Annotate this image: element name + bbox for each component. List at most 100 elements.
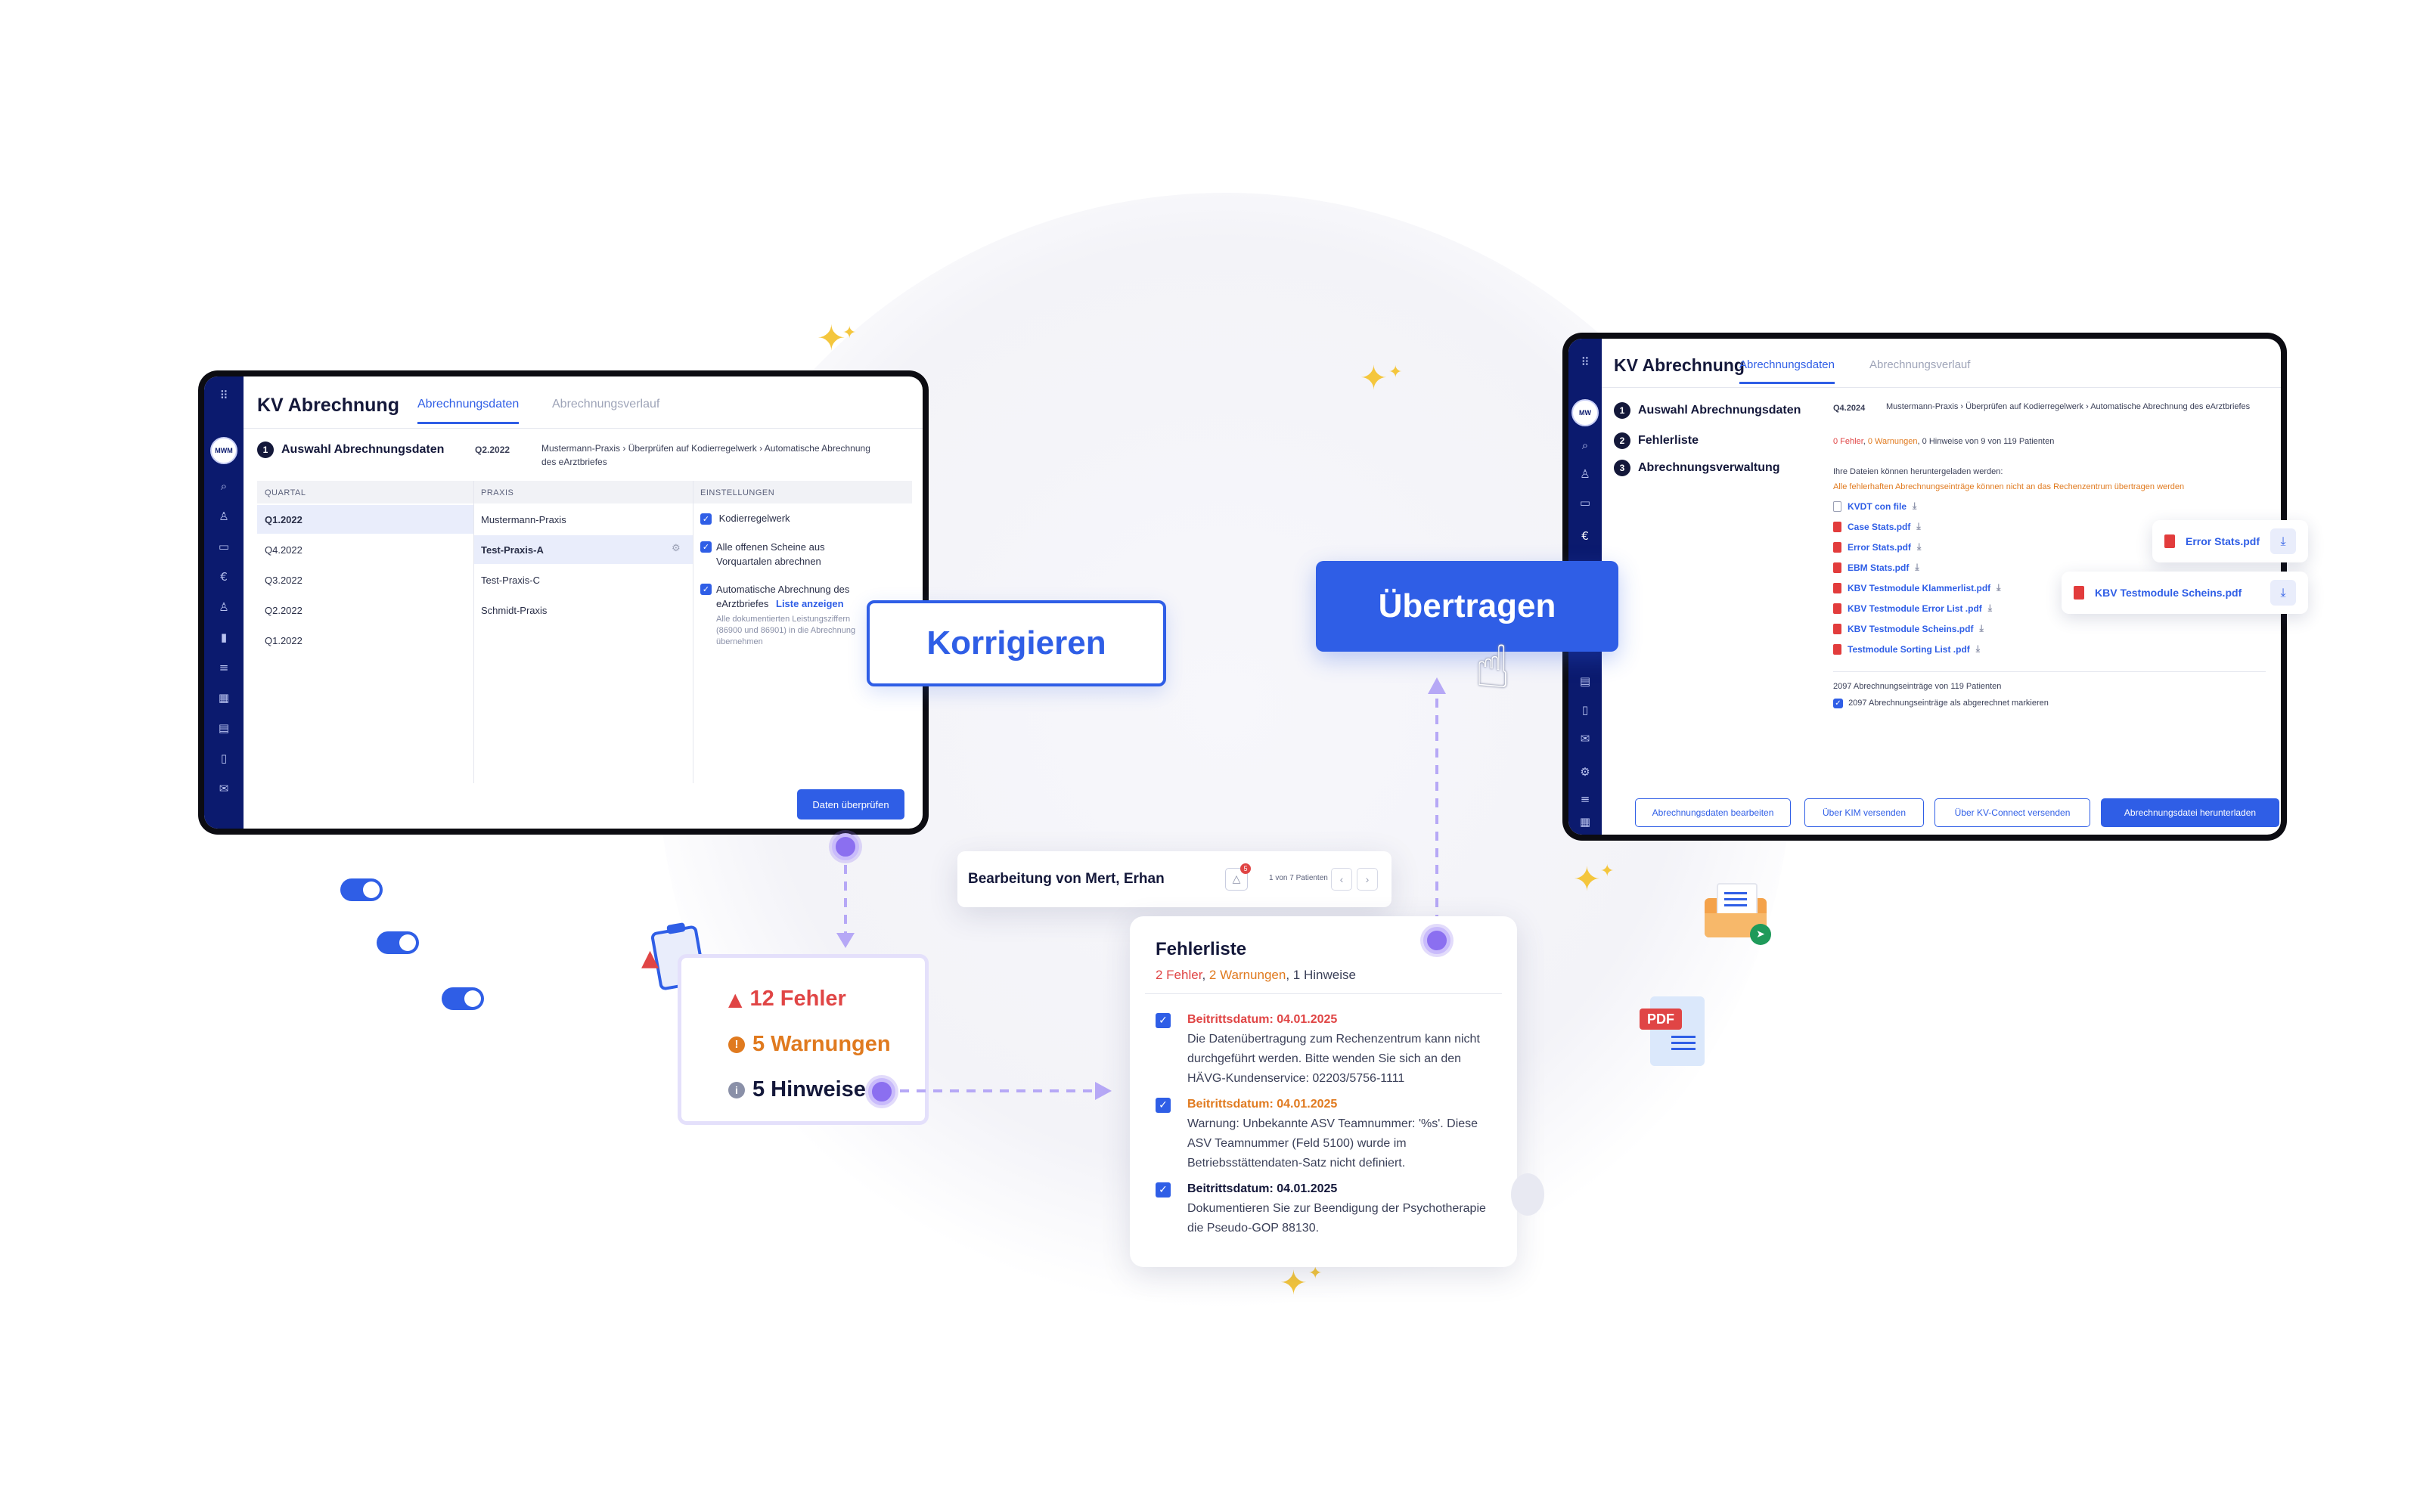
daten-ueberpruefen-button[interactable]: Daten überprüfen [797,789,904,820]
mail-icon[interactable]: ✉ [1580,732,1590,745]
file-error-stats[interactable]: Error Stats.pdf ⤓ [1833,541,1921,553]
download-icon[interactable]: ⤓ [1913,500,1917,511]
file-scheins[interactable]: KBV Testmodule Scheins.pdf ⤓ [1833,623,1984,634]
checkbox-checked[interactable]: ✓ [1156,1013,1171,1028]
tab-abrechnungsdaten[interactable]: Abrechnungsdaten [417,398,520,424]
abrechnungsdatei-herunterladen-button[interactable]: Abrechnungsdatei herunterladen [2101,798,2279,827]
file-name[interactable]: KBV Testmodule Scheins.pdf [1848,623,1974,634]
toggle-icon[interactable] [340,878,383,901]
file-name[interactable]: Testmodule Sorting List .pdf [1848,643,1970,655]
download-icon[interactable]: ⤓ [1917,541,1922,552]
list-icon[interactable]: ≡ [1580,792,1590,806]
checkbox-checked[interactable]: ✓ [700,541,712,553]
tab-abrechnungsdaten[interactable]: Abrechnungsdaten [1739,358,1835,384]
toggle-icon[interactable] [377,931,419,954]
warning-item[interactable]: ✓ Beitrittsdatum: 04.01.2025 Warnung: Un… [1156,1098,1488,1173]
document-icon[interactable]: ▯ [1581,703,1589,717]
user-plus-icon[interactable]: ♙ [1580,467,1590,481]
avatar[interactable]: MW [1571,399,1599,426]
calendar-icon[interactable]: ▤ [218,721,230,735]
chart-icon[interactable]: ▮ [220,631,228,644]
list-icon[interactable]: ≡ [219,661,229,674]
download-icon[interactable]: ⤓ [1987,603,1993,613]
euro-icon[interactable]: € [220,570,228,584]
quarter-item[interactable]: Q1.2022 [265,635,302,646]
mail-icon[interactable]: ✉ [219,782,229,795]
ueber-kv-connect-versenden-button[interactable]: Über KV-Connect versenden [1934,798,2090,827]
fehlerliste-title: Fehlerliste [1156,939,1247,959]
checkbox-checked[interactable]: ✓ [1833,699,1843,708]
document-icon[interactable]: ▯ [220,751,228,765]
search-icon[interactable]: ⌕ [1581,438,1589,452]
download-icon[interactable]: ⤓ [2270,580,2296,606]
file-name[interactable]: EBM Stats.pdf [1848,562,1910,573]
quarter-item[interactable]: Q2.2022 [265,605,302,616]
setting-vorquartale[interactable]: ✓ Alle offenen Scheine aus Vorquartalen … [700,540,852,569]
checkbox-checked[interactable]: ✓ [1156,1098,1171,1113]
file-case-stats[interactable]: Case Stats.pdf ⤓ [1833,521,1921,532]
checkbox-checked[interactable]: ✓ [700,513,712,525]
file-name[interactable]: Case Stats.pdf [1848,521,1911,532]
clipboard-icon: ▲ [641,922,707,991]
file-name[interactable]: KVDT con file [1848,500,1907,512]
setting-kodierregelwerk[interactable]: ✓ Kodierregelwerk [700,513,882,525]
warning-icon[interactable]: △ [1225,868,1248,891]
file-name[interactable]: Error Stats.pdf [2186,535,2260,547]
grid-icon[interactable]: ⠿ [1581,355,1590,369]
file-ebm-stats[interactable]: EBM Stats.pdf ⤓ [1833,562,1919,573]
file-name[interactable]: KBV Testmodule Klammerlist.pdf [1848,582,1991,593]
calendar-icon[interactable]: ▤ [1579,674,1591,688]
search-icon[interactable]: ⌕ [220,479,228,493]
gear-icon[interactable]: ⚙ [672,543,681,554]
checkbox-checked[interactable]: ✓ [1156,1182,1171,1198]
file-kvdt[interactable]: KVDT con file ⤓ [1833,500,1916,512]
hint-item[interactable]: ✓ Beitrittsdatum: 04.01.2025 Dokumentier… [1156,1182,1488,1238]
download-icon[interactable]: ⤓ [2270,528,2296,554]
praxis-item[interactable]: Mustermann-Praxis [481,514,566,525]
praxis-item[interactable]: Schmidt-Praxis [481,605,548,616]
apps-icon[interactable]: ▦ [1579,815,1591,829]
euro-icon[interactable]: € [1581,529,1589,543]
download-icon[interactable]: ⤓ [1996,582,2001,593]
tab-abrechnungsverlauf[interactable]: Abrechnungsverlauf [552,398,660,411]
file-name[interactable]: KBV Testmodule Scheins.pdf [2095,587,2242,599]
gear-icon[interactable]: ⚙ [1580,765,1590,779]
download-icon[interactable]: ⤓ [1915,562,1919,572]
quarter-item[interactable]: Q3.2022 [265,575,302,586]
uebertragen-button[interactable]: Übertragen [1316,561,1618,652]
liste-anzeigen-link[interactable]: Liste anzeigen [776,598,844,609]
korrigieren-button[interactable]: Korrigieren [867,600,1166,686]
download-icon[interactable]: ⤓ [1916,521,1921,531]
file-klammerlist[interactable]: KBV Testmodule Klammerlist.pdf ⤓ [1833,582,2000,593]
checkbox-checked[interactable]: ✓ [700,584,712,595]
error-item[interactable]: ✓ Beitrittsdatum: 04.01.2025 Die Datenüb… [1156,1013,1488,1089]
floating-file-kbv-scheins[interactable]: KBV Testmodule Scheins.pdf ⤓ [2062,572,2308,614]
id-card-icon[interactable]: ▭ [1579,496,1591,510]
chevron-left-icon[interactable]: ‹ [1331,868,1352,891]
setting-earztbrief[interactable]: ✓ Automatische Abrechnung des eArztbrief… [700,582,874,648]
apps-icon[interactable]: ▦ [218,691,230,705]
abrechnungsdaten-bearbeiten-button[interactable]: Abrechnungsdaten bearbeiten [1635,798,1791,827]
file-error-list[interactable]: KBV Testmodule Error List .pdf ⤓ [1833,603,1992,614]
column-divider [473,481,474,783]
users-icon[interactable]: ♙ [219,600,229,614]
quarter-item[interactable]: Q4.2022 [265,544,302,556]
ueber-kim-versenden-button[interactable]: Über KIM versenden [1804,798,1924,827]
download-icon[interactable]: ⤓ [1979,623,1984,634]
praxis-item[interactable]: Test-Praxis-C [481,575,541,586]
file-name[interactable]: Error Stats.pdf [1848,541,1912,553]
mark-as-billed[interactable]: ✓ 2097 Abrechnungseinträge als abgerechn… [1833,699,2049,708]
floating-file-error-stats[interactable]: Error Stats.pdf ⤓ [2152,520,2308,562]
user-plus-icon[interactable]: ♙ [219,510,229,523]
avatar[interactable]: MWM [210,437,237,464]
file-sorting-list[interactable]: Testmodule Sorting List .pdf ⤓ [1833,643,1980,655]
toggle-icon[interactable] [442,987,484,1010]
grid-icon[interactable]: ⠿ [219,389,228,402]
id-card-icon[interactable]: ▭ [218,540,230,553]
file-name[interactable]: KBV Testmodule Error List .pdf [1848,603,1982,614]
quarter-item[interactable]: Q1.2022 [265,514,302,525]
chevron-right-icon[interactable]: › [1357,868,1378,891]
tab-abrechnungsverlauf[interactable]: Abrechnungsverlauf [1869,358,1971,371]
praxis-item[interactable]: Test-Praxis-A [481,544,544,556]
download-icon[interactable]: ⤓ [1975,643,1981,654]
